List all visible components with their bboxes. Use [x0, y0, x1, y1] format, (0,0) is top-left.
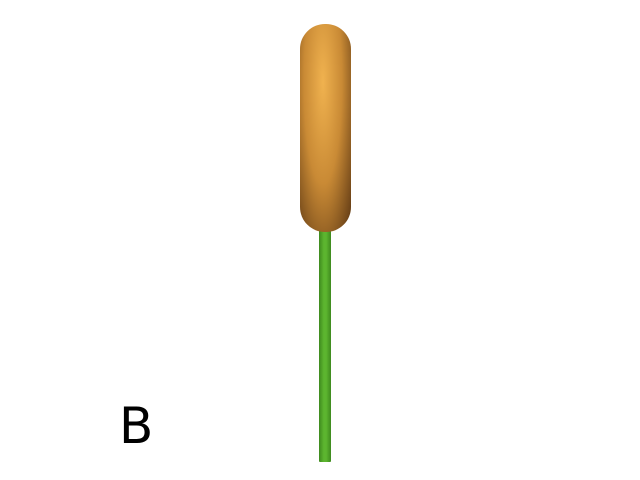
cattail-stem	[319, 224, 331, 462]
option-label: B	[119, 397, 154, 455]
cattail-head	[300, 24, 351, 232]
